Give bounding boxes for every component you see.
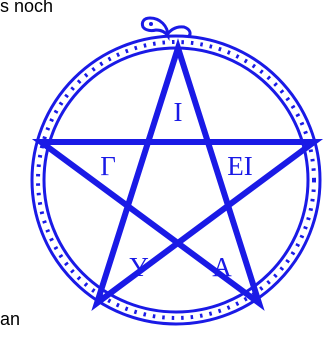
pentagram-label-bottom-left: Υ [129, 252, 149, 282]
serpent-head [142, 18, 190, 37]
pentagram-label-left: Γ [100, 151, 116, 181]
ouroboros-serpent [32, 36, 320, 324]
pentagram-label-top: Ι [174, 97, 183, 127]
pentagram-label-bottom-right: Α [212, 252, 232, 282]
pentagram-label-right: ΕΙ [227, 151, 252, 181]
